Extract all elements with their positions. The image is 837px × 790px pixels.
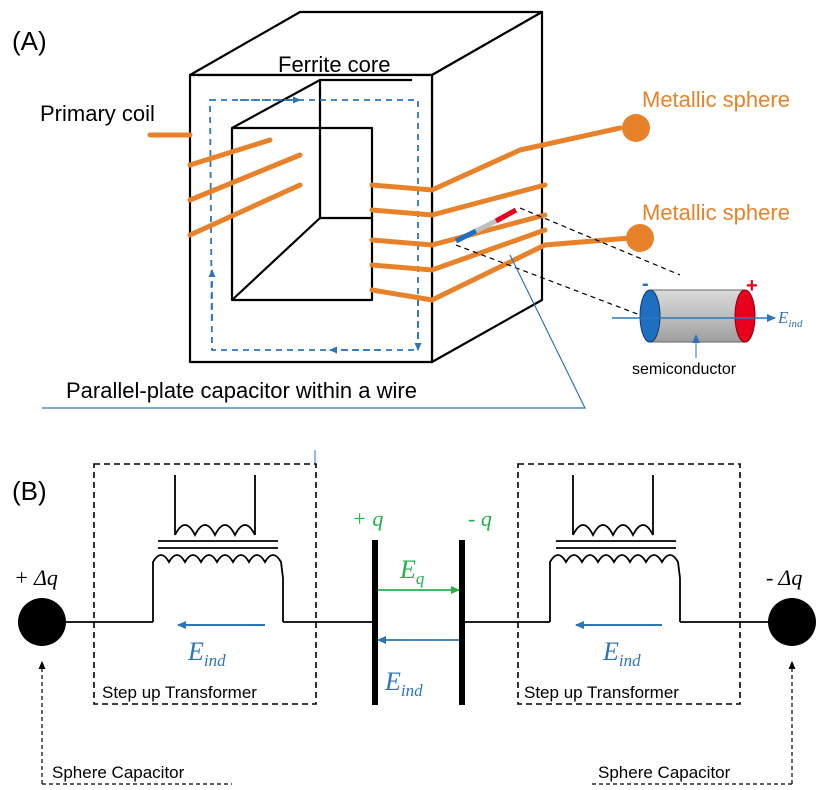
wire-capacitor-segment [454,207,518,244]
charge-sphere-left [18,598,66,646]
right-charge-label: - Δq [766,565,802,590]
field-ind-label-capacitor: Eind [384,667,423,700]
inset-minus-sign: - [642,273,649,295]
magnetic-flux-loop [208,96,422,354]
sphere-capacitor-right-label: Sphere Capacitor [598,763,731,782]
field-ind-label-left: Eind [187,637,226,670]
metallic-sphere-1 [622,114,650,142]
inset-plus-sign: + [746,275,758,297]
transformer-right [549,475,681,622]
ferrite-core [188,10,544,364]
ferrite-core-label: Ferrite core [278,52,390,77]
charge-sphere-right [768,598,816,646]
transformer-right-label: Step up Transformer [524,683,679,702]
inset-field-label: Eind [777,308,803,330]
left-charge-label: + Δq [14,565,58,590]
transformer-left-label: Step up Transformer [102,683,257,702]
panel-a-label: (A) [12,26,47,56]
metallic-sphere-label-2: Metallic sphere [642,200,790,225]
plate-right-charge: - q [468,506,492,531]
primary-coil-label: Primary coil [40,101,155,126]
capacitor-callout-line [42,254,586,409]
transformer-box-left [93,463,317,705]
transformer-box-right [517,463,741,705]
metallic-sphere-2 [626,224,654,252]
capacitor-label: Parallel-plate capacitor within a wire [66,378,417,403]
primary-coil [147,132,303,238]
semiconductor-inset [612,289,776,358]
plate-left-charge: + q [352,506,383,531]
semiconductor-label: semiconductor [632,361,737,378]
zoom-line-bottom [455,244,641,316]
sphere-capacitor-right-connector [592,661,796,785]
field-ind-label-right: Eind [602,637,641,670]
zoom-line-top [519,207,681,276]
secondary-coil [369,125,633,303]
metallic-sphere-label-1: Metallic sphere [642,87,790,112]
sphere-capacitor-left-label: Sphere Capacitor [52,763,185,782]
field-q-label: Eq [399,555,425,588]
panel-b-label: (B) [12,476,47,506]
sphere-capacitor-left-connector [38,661,232,785]
transformer-left [152,475,284,622]
